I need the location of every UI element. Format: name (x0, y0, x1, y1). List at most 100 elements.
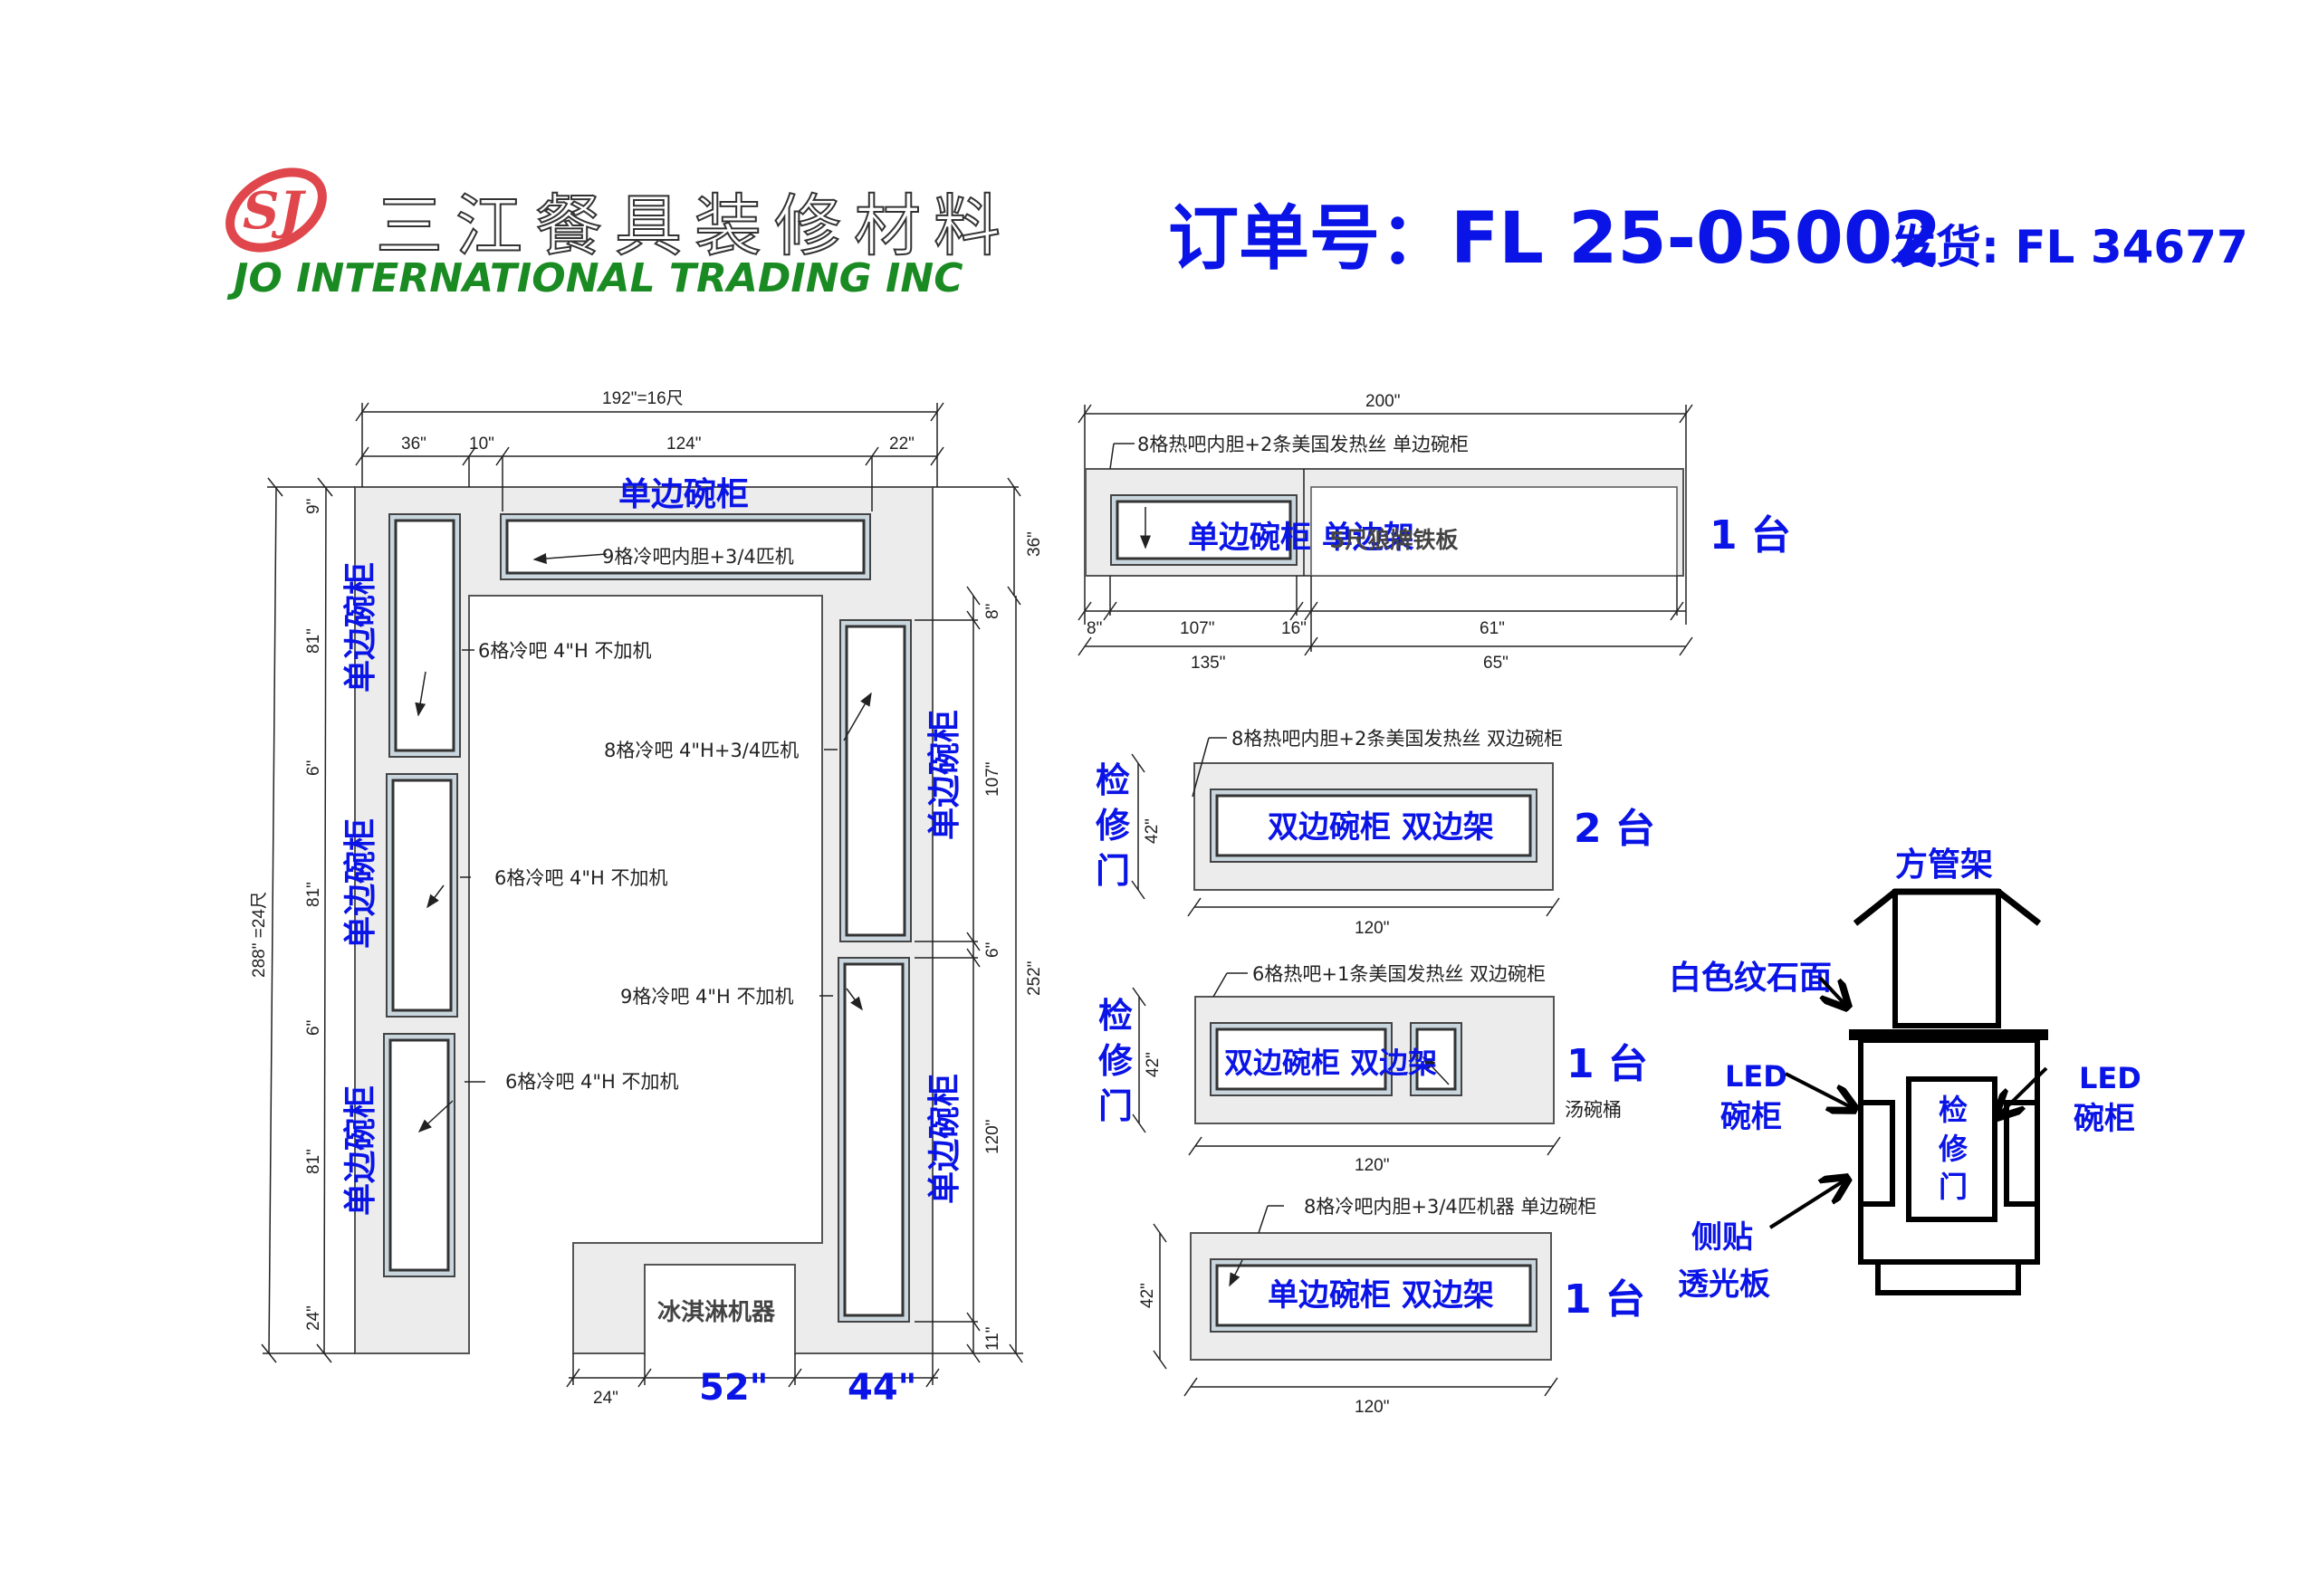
unit-single-side-cold-bar: 8格冷吧内胆+3/4匹机器 单边碗柜 单边碗柜 双边架 1 台 42" 120" (1138, 1196, 1645, 1417)
section-view: 方管架 检 修 门 白色纹石面 LED 碗柜 LED 碗柜 侧贴 透光板 (1669, 846, 2141, 1303)
dim-left-seg-3: 6" (304, 760, 323, 776)
unit3-dim-width: 120" (1355, 1156, 1389, 1175)
unit-single-side-hot-bar: 200" 8格热吧内胆+2条美国发热丝 单边碗柜 单边碗柜 单边架 5尺狼牌铁板… (1078, 392, 1791, 673)
floor-plan: 9格冷吧内胆+3/4匹机 单边碗柜 单边碗柜 单边碗柜 单边碗柜 6格冷吧 4"… (250, 389, 1044, 1409)
unit2-door-1: 检 (1096, 760, 1130, 800)
unit4-note: 8格冷吧内胆+3/4匹机器 单边碗柜 (1304, 1196, 1596, 1218)
dim-right-overall: 252" (1025, 961, 1044, 996)
dim-left-seg-6: 81" (304, 1149, 323, 1174)
dim-top-seg-4: 22" (889, 435, 915, 454)
right-well-note-2: 9格冷吧 4"H 不加机 (620, 986, 794, 1008)
left-counter-label-1: 单边碗柜 (342, 562, 379, 693)
unit3-door-2: 修 (1098, 1041, 1134, 1081)
led-cabinet-right (2004, 1100, 2037, 1207)
section-door-1: 检 (1939, 1093, 1968, 1127)
dim-top-seg-1: 36" (401, 435, 426, 454)
ice-cream-machine-label: 冰淇淋机器 (657, 1299, 776, 1326)
unit1-dim-seg-2: 107" (1180, 619, 1214, 638)
left-well-note-1: 6格冷吧 4"H 不加机 (478, 640, 652, 662)
dim-bottom-seg-1: 24" (593, 1389, 618, 1408)
top-well (505, 519, 866, 575)
dim-bottom-seg-3: 44" (848, 1367, 917, 1409)
dim-right-seg-2: 107" (983, 762, 1002, 797)
unit3-door-1: 检 (1098, 996, 1133, 1036)
company-name-cn: 三江餐具装修材料 (376, 187, 1013, 265)
section-side-panel-1: 侧贴 (1691, 1219, 1753, 1256)
unit2-door-2: 修 (1096, 806, 1131, 846)
dim-bottom-seg-2: 52" (699, 1367, 769, 1409)
left-well-2 (386, 773, 458, 1018)
right-counter-label-1: 单边碗柜 (926, 710, 963, 840)
dim-right-seg-3: 6" (983, 942, 1002, 958)
unit1-quantity: 1 台 (1710, 512, 1791, 559)
unit3-well-label: 双边碗柜 双边架 (1224, 1046, 1437, 1080)
unit4-well (1215, 1264, 1532, 1327)
unit3-dim-height: 42" (1144, 1052, 1163, 1077)
soup-bucket-label: 汤碗桶 (1565, 1099, 1622, 1121)
unit3-well (1215, 1027, 1387, 1091)
dim-right-seg-1: 8" (983, 604, 1002, 619)
unit-double-side-hot-bar-soup: 检 修 门 6格热吧+1条美国发热丝 双边碗柜 双边碗柜 双边架 1 台 汤碗桶… (1098, 963, 1648, 1175)
dim-right-top: 36" (1025, 531, 1044, 557)
unit1-dim-total-1: 135" (1191, 654, 1225, 673)
company-logo: SJ 三江餐具装修材料 JO INTERNATIONAL TRADING INC (225, 167, 1013, 301)
dim-left-seg-5: 6" (304, 1020, 323, 1036)
left-counter-label-2: 单边碗柜 (342, 818, 379, 949)
section-led-right-1: LED (2079, 1061, 2141, 1095)
right-well-2 (838, 957, 910, 1323)
unit2-door-3: 门 (1096, 851, 1130, 891)
left-well-note-3: 6格冷吧 4"H 不加机 (505, 1071, 679, 1093)
section-led-left-1: LED (1725, 1059, 1787, 1094)
unit1-dim-seg-3: 16" (1281, 619, 1307, 638)
section-side-panel-2: 透光板 (1678, 1266, 1770, 1303)
shipping-destination: 发货: FL 34677 (1891, 221, 2248, 273)
unit1-well (1116, 500, 1292, 560)
unit4-quantity: 1 台 (1564, 1276, 1645, 1323)
section-door-3: 门 (1939, 1170, 1968, 1204)
unit1-dim-seg-1: 8" (1087, 619, 1102, 638)
square-tube-frame (1892, 889, 2001, 1028)
unit1-dim-overall: 200" (1365, 392, 1400, 411)
right-counter-label-2: 单边碗柜 (926, 1074, 963, 1204)
unit2-well (1215, 794, 1532, 857)
unit2-dim-height: 42" (1143, 818, 1162, 844)
order-number: 订单号：FL 25-05002 (1168, 198, 1941, 280)
top-well-note: 9格冷吧内胆+3/4匹机 (602, 546, 794, 568)
unit3-quantity: 1 台 (1566, 1041, 1648, 1087)
left-counter-label-3: 单边碗柜 (342, 1085, 379, 1216)
section-frame-label: 方管架 (1895, 846, 1993, 884)
sj-logo-mark: SJ (225, 167, 327, 253)
unit1-dim-seg-4: 61" (1480, 619, 1505, 638)
section-countertop-label: 白色纹石面 (1669, 960, 1832, 997)
dim-left-seg-7: 24" (304, 1305, 323, 1331)
dim-top-seg-3: 124" (666, 435, 701, 454)
unit1-griddle-label: 5尺狼牌铁板 (1329, 527, 1458, 553)
left-well-3 (383, 1033, 455, 1277)
unit1-dim-total-2: 65" (1483, 654, 1509, 673)
left-well-note-2: 6格冷吧 4"H 不加机 (494, 867, 668, 889)
right-well-note-1: 8格冷吧 4"H+3/4匹机 (604, 740, 799, 761)
dim-right-seg-4: 120" (983, 1120, 1002, 1154)
section-led-left-2: 碗柜 (1720, 1099, 1782, 1135)
svg-text:SJ: SJ (243, 181, 306, 241)
dim-right-seg-5: 11" (983, 1327, 1002, 1351)
unit2-dim-width: 120" (1355, 919, 1389, 938)
unit4-dim-height: 42" (1138, 1283, 1157, 1308)
unit2-note: 8格热吧内胆+2条美国发热丝 双边碗柜 (1231, 728, 1563, 750)
unit-double-side-hot-bar: 检 修 门 8格热吧内胆+2条美国发热丝 双边碗柜 双边碗柜 双边架 2 台 4… (1096, 728, 1655, 938)
section-led-right-2: 碗柜 (2074, 1101, 2135, 1137)
griddle-area (1310, 486, 1678, 577)
dim-left-overall: 288" =24尺 (250, 892, 269, 978)
unit1-well-label: 单边碗柜 单边架 (1188, 520, 1414, 556)
dim-left-seg-2: 81" (304, 628, 323, 654)
top-counter-label: 单边碗柜 (618, 476, 749, 513)
led-cabinet-left (1861, 1100, 1895, 1207)
dim-top-seg-2: 10" (469, 435, 494, 454)
unit2-well-label: 双边碗柜 双边架 (1268, 809, 1494, 846)
unit4-dim-width: 120" (1355, 1398, 1389, 1417)
dim-left-seg-4: 81" (304, 882, 323, 907)
left-well-1 (388, 513, 461, 758)
unit3-note: 6格热吧+1条美国发热丝 双边碗柜 (1252, 963, 1546, 985)
unit2-quantity: 2 台 (1574, 806, 1655, 852)
